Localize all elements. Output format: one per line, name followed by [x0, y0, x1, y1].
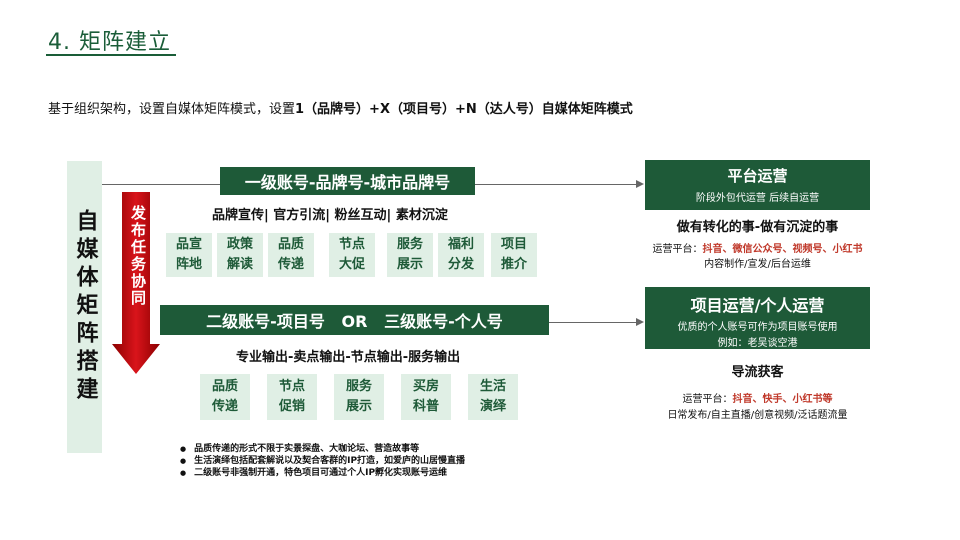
arrow-head-icon	[636, 318, 644, 326]
project-ops-sub2: 例如：老吴谈空港	[717, 338, 798, 349]
platform-ops-box: 平台运营 阶段外包代运营 后续自运营	[645, 160, 870, 210]
subtitle-prefix: 基于组织架构，设置自媒体矩阵模式，设置	[48, 102, 296, 117]
platform-ops-title: 平台运营	[727, 167, 788, 185]
note-item: 品质传递的形式不限于实景探盘、大咖论坛、营造故事等	[180, 443, 465, 455]
subtitle-bold: 1（品牌号）+X（项目号）+N（达人号）自媒体矩阵模式	[295, 102, 633, 117]
platform-prefix: 运营平台：	[682, 394, 733, 405]
level1-box: 节点 大促	[329, 233, 375, 277]
level1-box: 福利 分发	[438, 233, 484, 277]
arrow-label: 发布任务协同	[129, 205, 147, 307]
project-ops-box: 项目运营/个人运营 优质的个人账号可作为项目账号使用 例如：老吴谈空港	[645, 287, 870, 349]
level2-box: 生活 演绎	[468, 374, 518, 420]
platform-ops-platforms: 运营平台：抖音、微信公众号、视频号、小红书	[600, 240, 915, 255]
project-ops-title: 项目运营/个人运营	[690, 296, 825, 315]
platform-prefix: 运营平台：	[652, 244, 703, 255]
platform-list: 抖音、快手、小红书等	[732, 394, 833, 405]
matrix-vertical-box: 自媒体矩阵搭建	[67, 161, 102, 453]
note-item: 二级账号非强制开通，特色项目可通过个人IP孵化实现账号运维	[180, 467, 465, 479]
note-item: 生活演绎包括配套解说以及契合客群的IP打造，如爱庐的山居慢直播	[180, 455, 465, 467]
level2-box: 服务 展示	[334, 374, 384, 420]
project-ops-platforms: 运营平台：抖音、快手、小红书等	[600, 390, 915, 405]
level2-box: 节点 促销	[267, 374, 317, 420]
page-title: 4. 矩阵建立	[48, 30, 171, 55]
level1-box: 品宣 阵地	[166, 233, 212, 277]
project-ops-sub1: 优质的个人账号可作为项目账号使用	[677, 322, 838, 333]
level2-bar: 二级账号-项目号 OR 三级账号-个人号	[160, 305, 549, 335]
platform-ops-detail: 内容制作/宣发/后台运维	[704, 259, 811, 270]
level2-box: 品质 传递	[200, 374, 250, 420]
project-ops-detail: 日常发布/自主直播/创意视频/泛话题流量	[667, 410, 848, 421]
matrix-vertical-label: 自媒体矩阵搭建	[72, 209, 98, 405]
level1-box: 政策 解读	[217, 233, 263, 277]
down-arrow-icon	[112, 192, 160, 374]
project-ops-headline: 导流获客	[731, 365, 784, 380]
level1-box: 品质 传递	[268, 233, 314, 277]
level2-box: 买房 科普	[401, 374, 451, 420]
level1-bar: 一级账号-品牌号-城市品牌号	[220, 167, 475, 195]
level1-box: 服务 展示	[387, 233, 433, 277]
arrow-head-icon	[636, 180, 644, 188]
platform-ops-sub: 阶段外包代运营 后续自运营	[695, 193, 820, 204]
platform-ops-headline: 做有转化的事-做有沉淀的事	[676, 220, 839, 235]
notes-list: 品质传递的形式不限于实景探盘、大咖论坛、营造故事等 生活演绎包括配套解说以及契合…	[180, 443, 465, 479]
level1-tags: 品牌宣传| 官方引流| 粉丝互动| 素材沉淀	[212, 208, 448, 223]
title-underline	[46, 54, 176, 56]
level1-box: 项目 推介	[491, 233, 537, 277]
subtitle: 基于组织架构，设置自媒体矩阵模式，设置1（品牌号）+X（项目号）+N（达人号）自…	[48, 98, 633, 117]
platform-list: 抖音、微信公众号、视频号、小红书	[702, 244, 863, 255]
level2-tags: 专业输出-卖点输出-节点输出-服务输出	[236, 350, 461, 365]
